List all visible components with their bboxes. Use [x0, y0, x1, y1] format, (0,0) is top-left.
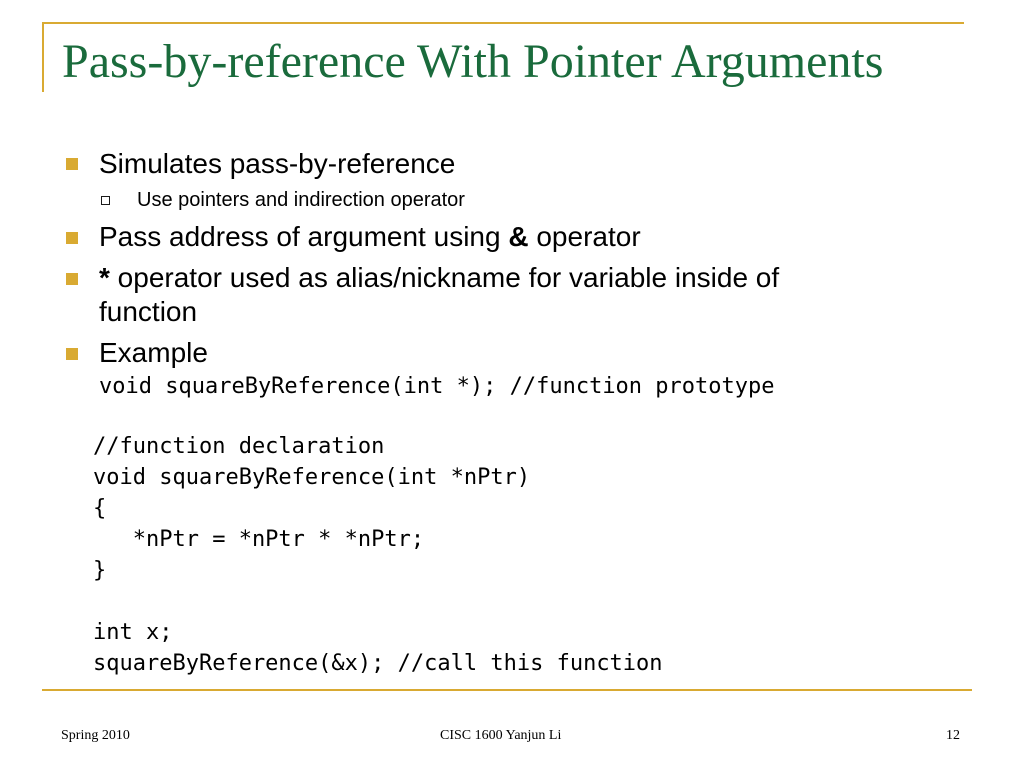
- code-prototype: void squareByReference(int *); //functio…: [99, 374, 775, 399]
- sub-bullet-pointers-text: Use pointers and indirection operator: [137, 189, 465, 211]
- bullet-pass-address-suffix: operator: [528, 221, 641, 252]
- bullet-square-icon: [66, 158, 78, 170]
- bullet-square-icon: [66, 273, 78, 285]
- asterisk-operator: *: [99, 262, 110, 293]
- frame-top-rule: [42, 22, 964, 24]
- bullet-square-icon: [66, 348, 78, 360]
- code-definition: //function declaration void squareByRefe…: [93, 434, 663, 676]
- footer-date: Spring 2010: [61, 728, 130, 743]
- bullet-pass-address-text: Pass address of argument using & operato…: [99, 220, 641, 254]
- footer-page-number: 12: [946, 728, 960, 743]
- bullet-alias-line2: function: [99, 296, 198, 327]
- ampersand-operator: &: [508, 221, 529, 252]
- bullet-square-icon: [66, 232, 78, 244]
- bullet-simulates-text: Simulates pass-by-reference: [99, 148, 456, 179]
- sub-bullet-square-icon: [101, 196, 110, 205]
- bullet-pass-address-prefix: Pass address of argument using: [99, 221, 509, 252]
- bullet-alias-text: * operator used as alias/nickname for va…: [99, 261, 779, 295]
- bullet-example-text: Example: [99, 337, 208, 368]
- frame-bottom-rule: [42, 689, 972, 691]
- frame-left-rule: [42, 22, 44, 92]
- footer-course: CISC 1600 Yanjun Li: [440, 728, 562, 743]
- bullet-alias-line1: operator used as alias/nickname for vari…: [109, 262, 780, 293]
- slide-title: Pass-by-reference With Pointer Arguments: [62, 35, 884, 88]
